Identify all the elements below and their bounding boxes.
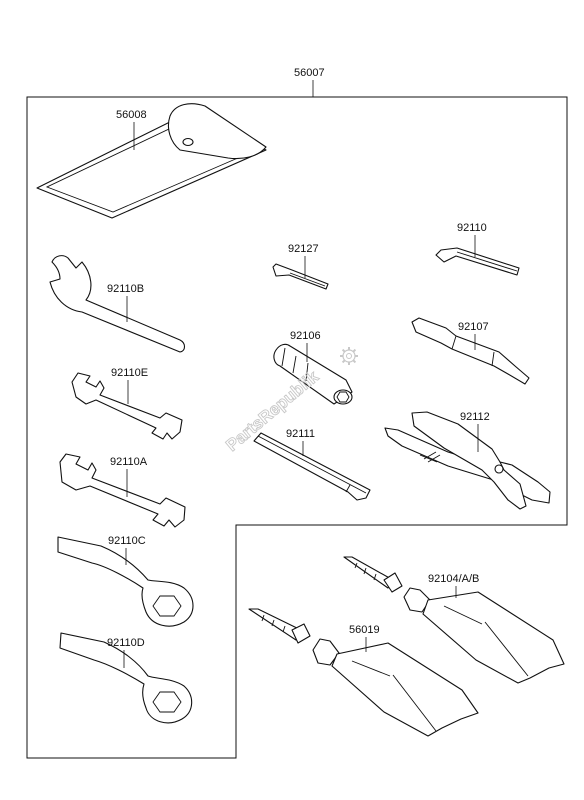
spark-plug-socket [273, 343, 353, 405]
label-92110: 92110 [457, 222, 487, 234]
label-92110E: 92110E [111, 367, 148, 379]
grease-tube-92104 [343, 556, 565, 684]
hook-spanner [49, 255, 186, 353]
label-92110A: 92110A [110, 456, 148, 468]
label-56019: 56019 [349, 624, 380, 636]
label-92112: 92112 [460, 411, 490, 423]
open-wrench-large [59, 453, 186, 528]
extension-handle [253, 432, 371, 501]
open-wrench-small [71, 372, 183, 440]
screwdriver [411, 317, 530, 385]
grease-tube-56019 [248, 608, 479, 737]
gear-icon [340, 347, 358, 365]
hex-key-large [435, 247, 520, 276]
tool-bag [36, 103, 267, 219]
label-92110B: 92110B [107, 283, 144, 295]
ring-spanner-d [59, 632, 193, 724]
label-92110D: 92110D [107, 637, 145, 649]
pliers [384, 411, 551, 510]
hex-key-small [272, 263, 329, 290]
ring-spanner-c [57, 536, 194, 627]
label-92106: 92106 [290, 330, 321, 342]
label-92111: 92111 [286, 428, 315, 440]
label-92127: 92127 [288, 243, 319, 255]
label-56007: 56007 [294, 67, 325, 79]
label-92104AB: 92104/A/B [428, 573, 479, 585]
diagram-frame [26, 96, 568, 759]
label-92107: 92107 [458, 321, 489, 333]
label-56008: 56008 [116, 109, 147, 121]
label-92110C: 92110C [108, 535, 146, 547]
